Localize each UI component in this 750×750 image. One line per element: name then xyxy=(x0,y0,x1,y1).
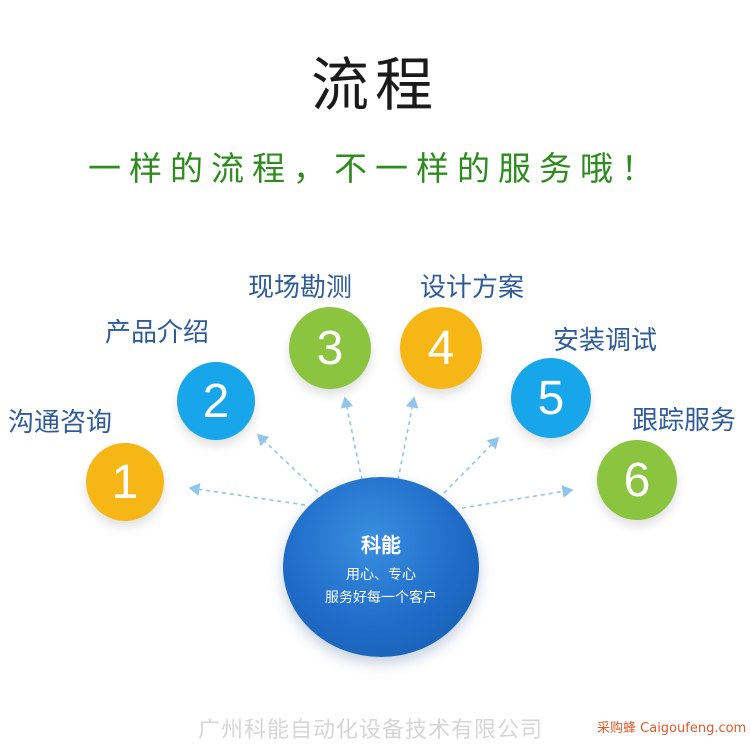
step-4-number: 4 xyxy=(427,321,455,375)
arrow-to-step-5 xyxy=(443,436,500,494)
page-subtitle: 一样的流程，不一样的服务哦！ xyxy=(88,149,662,188)
step-3-label: 现场勘测 xyxy=(248,273,353,303)
watermark-site: Caigoufeng.com xyxy=(640,721,747,736)
step-1-number: 1 xyxy=(111,455,139,509)
arrow-to-step-2 xyxy=(256,433,319,493)
step-1-circle: 1 xyxy=(86,443,164,521)
step-2-circle: 2 xyxy=(177,362,255,440)
step-6-circle: 6 xyxy=(597,440,677,520)
center-slogan-line-1: 用心、专心 xyxy=(346,567,416,583)
arrow-to-step-6 xyxy=(461,485,574,509)
step-3-circle: 3 xyxy=(289,307,371,389)
arrow-to-step-3 xyxy=(340,396,363,481)
step-1-label: 沟通咨询 xyxy=(8,408,113,438)
step-4-label: 设计方案 xyxy=(420,273,525,303)
step-2-number: 2 xyxy=(202,374,230,428)
step-5-label: 安装调试 xyxy=(553,326,658,356)
step-5-number: 5 xyxy=(537,371,565,425)
step-4-circle: 4 xyxy=(400,307,482,389)
footer-site-watermark: 采购蜂 Caigoufeng.com xyxy=(597,717,746,736)
step-5-circle: 5 xyxy=(511,358,591,438)
step-3-number: 3 xyxy=(316,321,344,375)
center-circle: 科能 用心、专心 服务好每一个客户 xyxy=(283,477,479,657)
center-slogan-line-2: 服务好每一个客户 xyxy=(325,590,437,606)
step-2-label: 产品介绍 xyxy=(105,318,210,348)
watermark-cn: 采购蜂 xyxy=(597,721,637,736)
arrow-to-step-4 xyxy=(397,396,419,481)
arrow-to-step-1 xyxy=(188,483,306,506)
step-6-label: 跟踪服务 xyxy=(632,406,737,436)
page-title: 流程 xyxy=(310,51,439,119)
center-name: 科能 xyxy=(361,533,401,557)
footer-company-watermark: 广州科能自动化设备技术有限公司 xyxy=(198,718,544,743)
step-6-number: 6 xyxy=(623,453,651,507)
